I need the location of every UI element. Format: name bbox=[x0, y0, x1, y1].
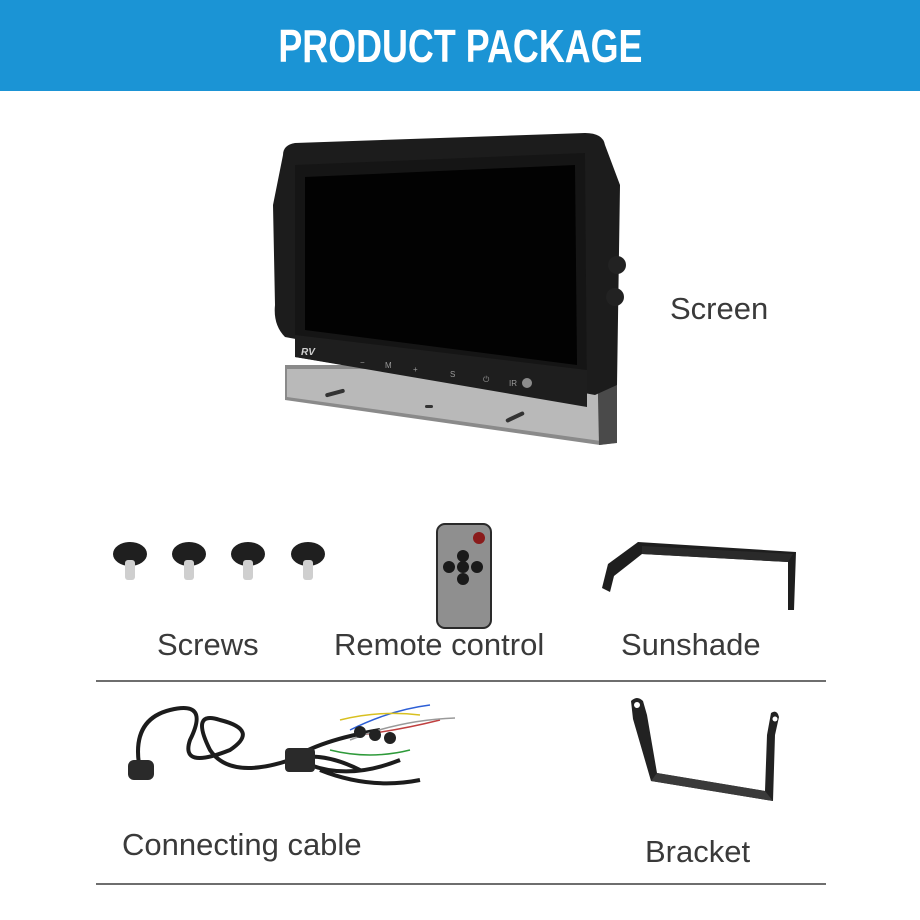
svg-text:+: + bbox=[413, 365, 418, 374]
svg-text:⏻: ⏻ bbox=[483, 375, 490, 384]
bracket-image bbox=[625, 695, 780, 805]
svg-text:S: S bbox=[450, 370, 455, 379]
screws-label: Screws bbox=[157, 627, 259, 662]
connecting-cable-image bbox=[120, 690, 460, 800]
bracket-label: Bracket bbox=[645, 834, 751, 869]
remote-control-label: Remote control bbox=[334, 627, 545, 662]
remote-control-image bbox=[435, 522, 495, 630]
svg-text:M: M bbox=[385, 361, 392, 370]
divider-top bbox=[96, 680, 826, 682]
svg-text:RV: RV bbox=[301, 347, 316, 358]
svg-text:IR: IR bbox=[509, 379, 517, 388]
divider-bottom bbox=[96, 883, 826, 885]
screen-label: Screen bbox=[670, 291, 769, 326]
header-banner: PRODUCT PACKAGE bbox=[0, 0, 920, 91]
sunshade-image bbox=[598, 532, 798, 612]
svg-text:−: − bbox=[360, 358, 365, 367]
monitor-image: RV − M + S ⏻ IR bbox=[265, 125, 635, 450]
connecting-cable-label: Connecting cable bbox=[122, 827, 362, 862]
sunshade-label: Sunshade bbox=[621, 627, 761, 662]
page-title: PRODUCT PACKAGE bbox=[277, 19, 643, 72]
screws-image bbox=[105, 538, 345, 588]
